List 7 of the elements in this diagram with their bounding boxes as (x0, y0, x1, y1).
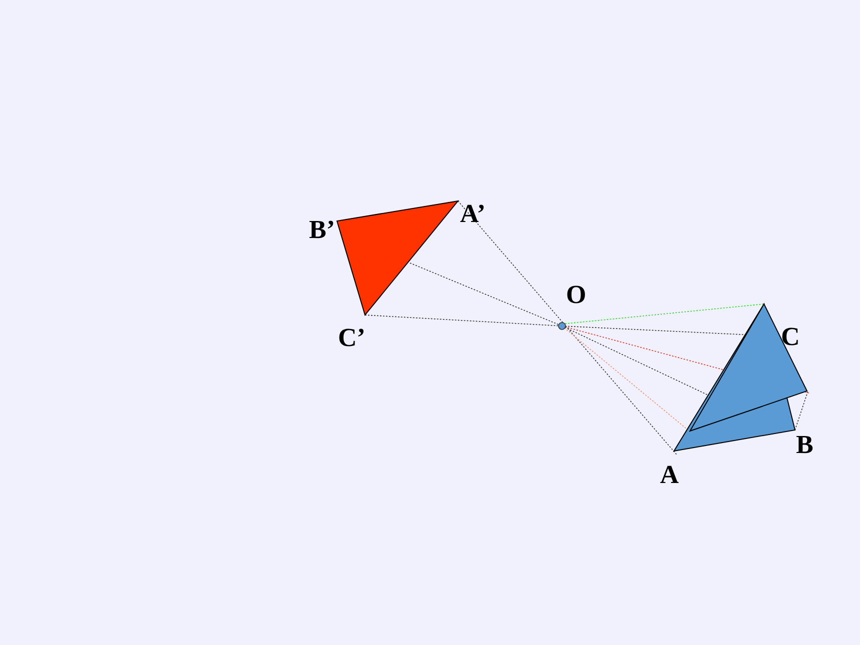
point-label: A (660, 461, 679, 489)
point-label: O (566, 281, 586, 309)
point-label: C’ (338, 324, 366, 352)
point-label: A’ (460, 200, 486, 228)
point-label: B’ (309, 216, 335, 244)
point-label: B (796, 431, 814, 459)
point-label: C (781, 323, 800, 351)
